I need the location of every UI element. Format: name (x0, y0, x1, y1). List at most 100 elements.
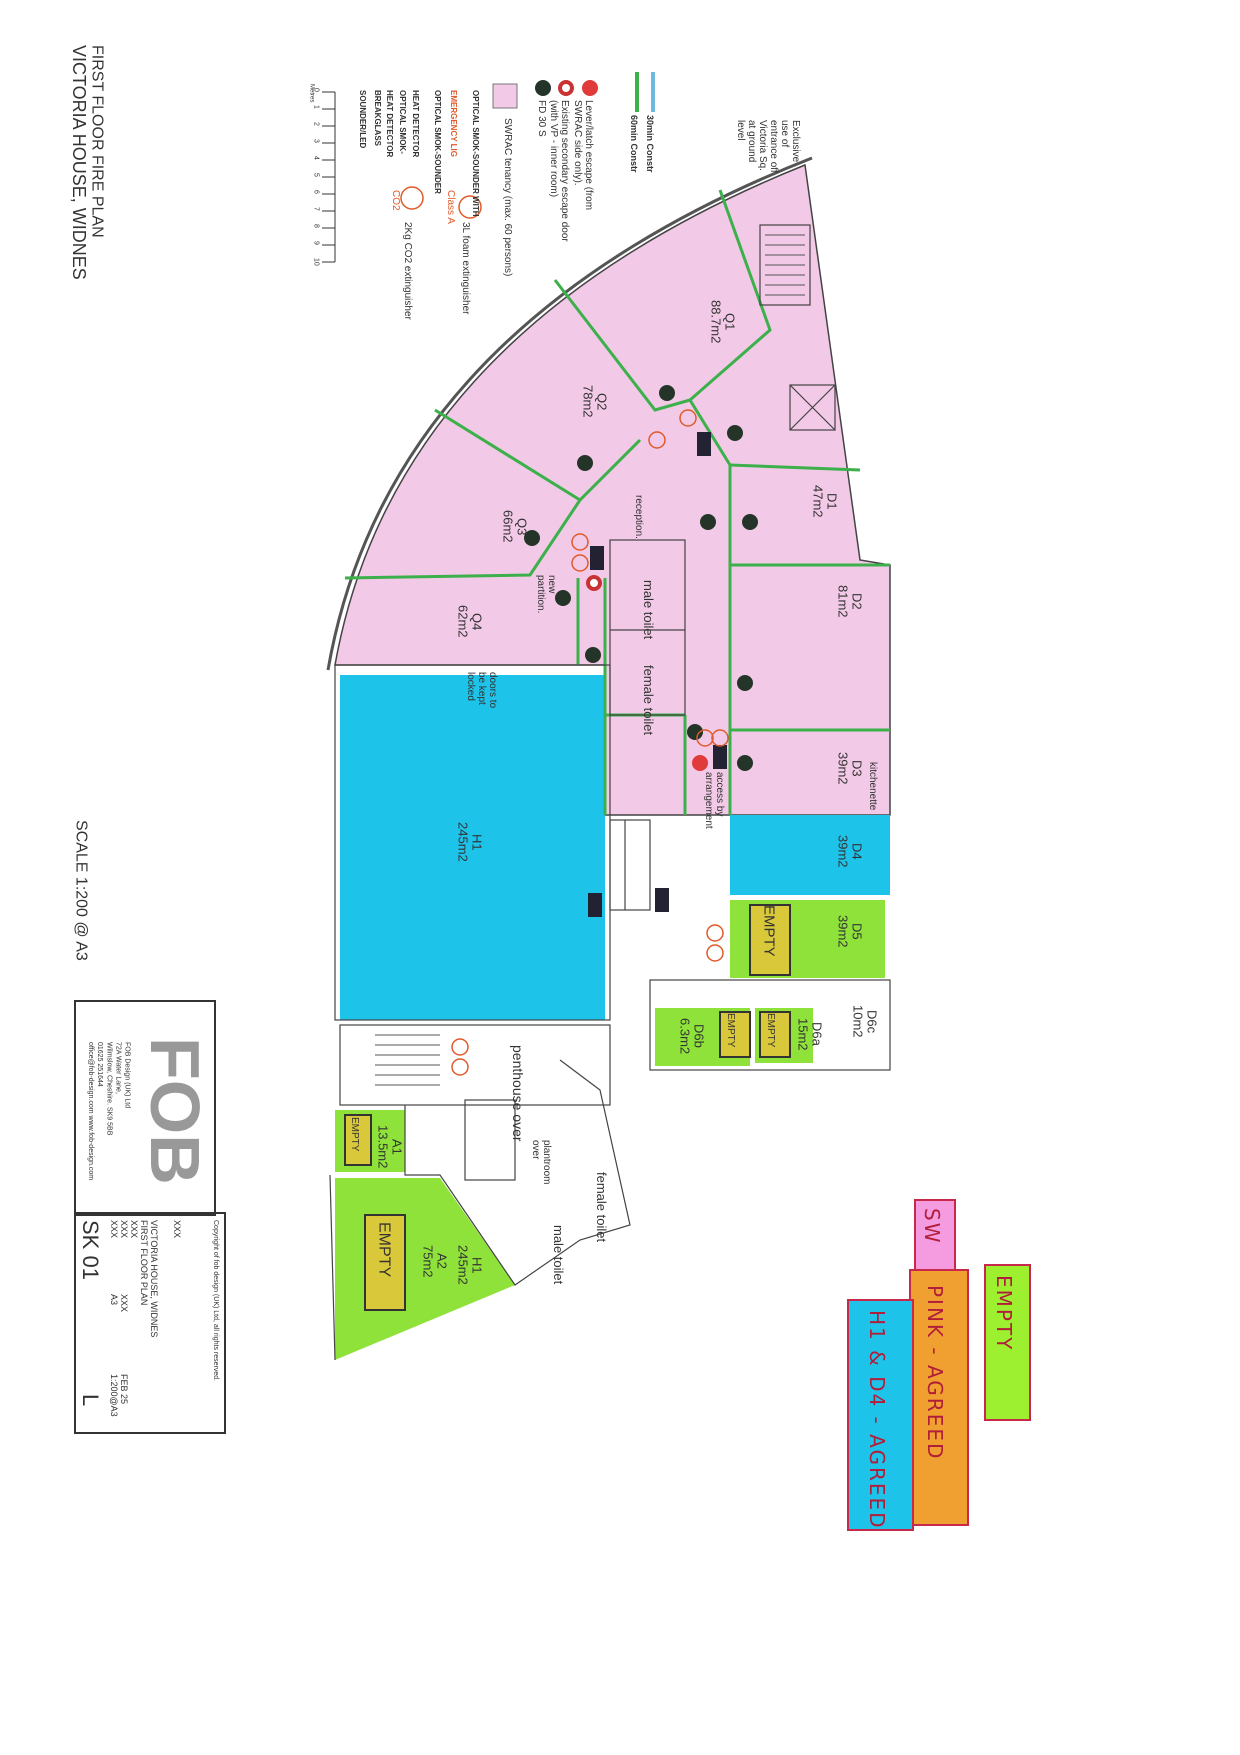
scale-tick-label: 1 (312, 105, 320, 109)
legend-detector-4: OPTICAL SMOK- (397, 90, 407, 154)
key-blue-agreed: H1 & D4 - AGREED (865, 1310, 889, 1530)
key-pink-swatch (914, 1199, 956, 1276)
scale-tick-label: 5 (312, 173, 320, 177)
scale-tick-label: 0 (312, 88, 320, 92)
note-doors-locked: doors to be kept locked (465, 672, 498, 709)
drawn: XXX (118, 1220, 129, 1239)
scale-tick-label: 8 (312, 224, 320, 228)
title-line1: FIRST FLOOR FIRE PLAN (88, 45, 106, 238)
legend-co2-tag: CO2 (390, 190, 401, 211)
legend-lever-label: Lever/latch escape (from SWRAC side only… (572, 100, 594, 211)
legend-30min-label: 30min Constr (644, 115, 655, 173)
room-female-toilet-2: female toilet (594, 1172, 609, 1243)
outer-wall (326, 156, 813, 671)
checked: XXX (108, 1220, 119, 1239)
legend-secondary-label: Existing secondary escape door (with VP … (548, 100, 570, 242)
scale-tick-label: 4 (312, 156, 320, 160)
legend-dark-dot-icon (535, 80, 551, 96)
legend-detector-2: OPTICAL SMOK-SOUNDER (432, 90, 442, 194)
scale: 1:200@A3 (108, 1374, 119, 1417)
legend-red-dot-icon (582, 80, 598, 96)
legend-60min-label: 60min Constr (628, 115, 639, 173)
room-h1-fill (340, 675, 605, 1020)
client: XXX (171, 1220, 182, 1239)
scale-bar (322, 91, 336, 263)
room-female-toilet: female toilet (641, 665, 656, 736)
empty-mark-d6a: EMPTY (765, 1013, 776, 1048)
ref: XXX (128, 1220, 139, 1239)
legend-detector-5: HEAT DETECTOR (384, 90, 394, 158)
drawing-number: SK 01 (78, 1220, 104, 1280)
key-green-swatch (984, 1264, 1031, 1421)
scale-text: SCALE 1:200 @ A3 (72, 820, 90, 961)
legend-detector-3: HEAT DETECTOR (410, 90, 420, 158)
secondary-escape-marker (586, 575, 602, 591)
fob-logo: FOB (136, 1037, 214, 1185)
lever-latch-escape-marker (692, 755, 708, 771)
copyright: Copyright of fob design (UK) Ltd, all ri… (212, 1220, 219, 1382)
empty-mark-a1: EMPTY (349, 1117, 360, 1152)
scale-tick-label: 6 (312, 190, 320, 194)
note-reception: reception. (633, 495, 644, 539)
fire-door-markers (524, 385, 758, 771)
status: XXX (118, 1294, 129, 1313)
key-sw: SW (920, 1208, 944, 1245)
empty-mark-d5: EMPTY (760, 905, 778, 957)
date: FEB 25 (118, 1374, 129, 1405)
room-d4-fill (730, 815, 890, 895)
scale-tick-label: 7 (312, 207, 320, 211)
title-line2: VICTORIA HOUSE, WIDNES (68, 45, 89, 280)
title-block-info: Copyright of fob design (UK) Ltd, all ri… (74, 1212, 226, 1434)
key-empty: EMPTY (992, 1275, 1016, 1352)
drawing-title: FIRST FLOOR FIRE PLAN VICTORIA HOUSE, WI… (68, 45, 106, 280)
empty-mark-a2: EMPTY (375, 1222, 393, 1278)
legend-tenancy-label: SWRAC tenancy (max. 60 persons) (502, 118, 513, 277)
key-orange-swatch (909, 1269, 969, 1526)
legend-tenancy-swatch (492, 83, 518, 109)
legend-co2-label: 2Kg CO2 extinguisher (402, 222, 413, 320)
scale-tick-label: 2 (312, 122, 320, 126)
key-pink-agreed: PINK - AGREED (923, 1285, 947, 1461)
scale-tick-label: 3 (312, 139, 320, 143)
legend-fd30s-label: FD 30 S (536, 100, 547, 137)
note-entrance: Exclusive use of entrance off Victoria S… (735, 120, 801, 173)
project: VICTORIA HOUSE, WIDNES (148, 1220, 159, 1338)
note-new-partition: new partition. (535, 575, 557, 614)
note-penthouse: penthouse over (510, 1045, 526, 1142)
legend-detector-0: OPTICAL SMOK-SOUNDER WITH (470, 90, 480, 217)
note-kitchenette: kitchenette (867, 762, 878, 811)
note-plantroom: plantroom over (530, 1140, 552, 1185)
legend-detector-1: EMERGENCY LIG (448, 90, 458, 157)
scale-bar-unit: Metres (308, 84, 315, 103)
room-male-toilet-2: male toilet (551, 1225, 566, 1285)
scale-tick-label: 9 (312, 241, 320, 245)
room-male-toilet: male toilet (641, 580, 656, 640)
legend-red-ring-icon (558, 80, 574, 96)
revision: L (78, 1394, 104, 1407)
extinguisher-markers (400, 186, 729, 1076)
scale-tick-label: 10 (312, 258, 320, 266)
exit-signs (588, 432, 727, 917)
legend-detector-7: SOUNDER/LED (357, 90, 367, 149)
original: A3 (108, 1294, 119, 1306)
legend-foam-tag: Class A (445, 190, 456, 224)
note-access: access by arrangement (703, 772, 725, 829)
